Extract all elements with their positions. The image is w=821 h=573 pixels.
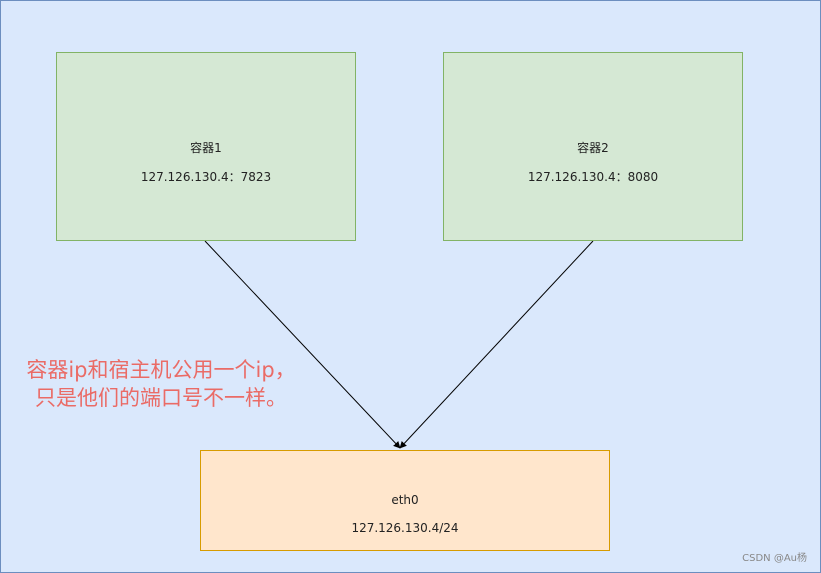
container1-address: 127.126.130.4：7823 [140, 170, 272, 184]
annotation-line1: 容器ip和宿主机公用一个ip， [26, 358, 296, 382]
container2-box: 容器2 127.126.130.4：8080 [443, 52, 743, 241]
eth0-name: eth0 [391, 493, 419, 507]
container1-box: 容器1 127.126.130.4：7823 [56, 52, 356, 241]
annotation-note: 容器ip和宿主机公用一个ip， 只是他们的端口号不一样。 [6, 356, 316, 412]
annotation-line2: 只是他们的端口号不一样。 [35, 386, 287, 410]
eth0-box: eth0 127.126.130.4/24 [200, 450, 610, 551]
container1-name: 容器1 [190, 141, 222, 155]
eth0-address: 127.126.130.4/24 [351, 521, 459, 535]
container2-name: 容器2 [577, 141, 609, 155]
container2-address: 127.126.130.4：8080 [527, 170, 659, 184]
watermark: CSDN @Au杨 [742, 553, 807, 564]
